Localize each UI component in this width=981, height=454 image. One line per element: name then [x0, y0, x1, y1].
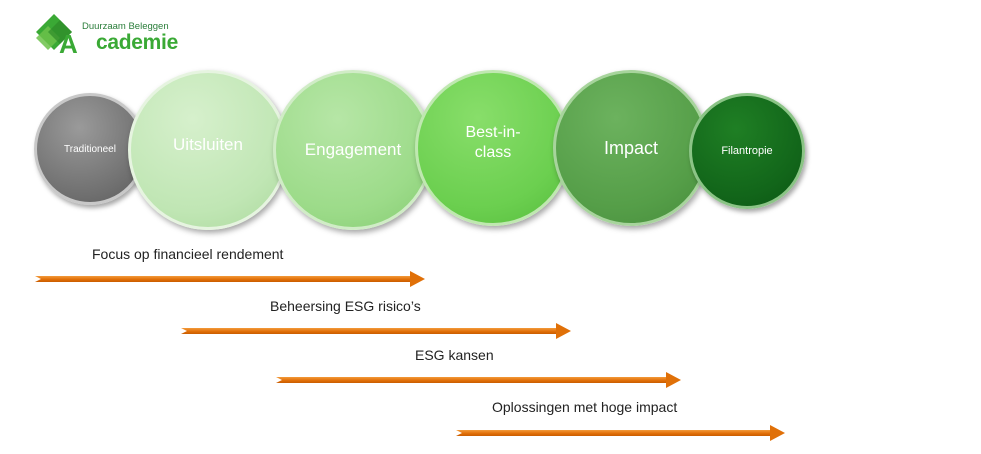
circle-filantropie: Filantropie [689, 93, 805, 209]
circle-best-in-class: Best-in-class [415, 70, 571, 226]
circle-label: Impact [603, 137, 659, 158]
circle-label: Engagement [304, 140, 402, 159]
arrow-label-esg-risico: Beheersing ESG risico’s [270, 298, 421, 314]
arrow-financieel [35, 271, 425, 287]
logo: A Duurzaam Beleggen cademie [34, 12, 178, 58]
circle-uitsluiten: Uitsluiten [128, 70, 288, 230]
arrow-esg-risico [181, 323, 571, 339]
arrow-esg-kansen [276, 372, 681, 388]
arrow-label-financieel: Focus op financieel rendement [92, 246, 284, 262]
circle-label: Best-in-class [465, 124, 521, 161]
logo-diamond-icon: A [36, 14, 78, 58]
arrow-label-esg-kansen: ESG kansen [415, 347, 494, 363]
circle-label: Uitsluiten [173, 135, 243, 154]
circle-traditioneel: Traditioneel [34, 93, 146, 205]
circle-label: Filantropie [721, 145, 773, 157]
arrow-hoge-impact [456, 425, 785, 441]
circle-label: Traditioneel [64, 143, 116, 155]
logo-tagline: Duurzaam Beleggen [82, 21, 169, 32]
logo-wordmark: cademie [96, 31, 178, 54]
svg-text:A: A [59, 29, 78, 58]
arrow-label-hoge-impact: Oplossingen met hoge impact [492, 399, 678, 415]
circle-impact: Impact [553, 70, 709, 226]
circle-engagement: Engagement [273, 70, 433, 230]
